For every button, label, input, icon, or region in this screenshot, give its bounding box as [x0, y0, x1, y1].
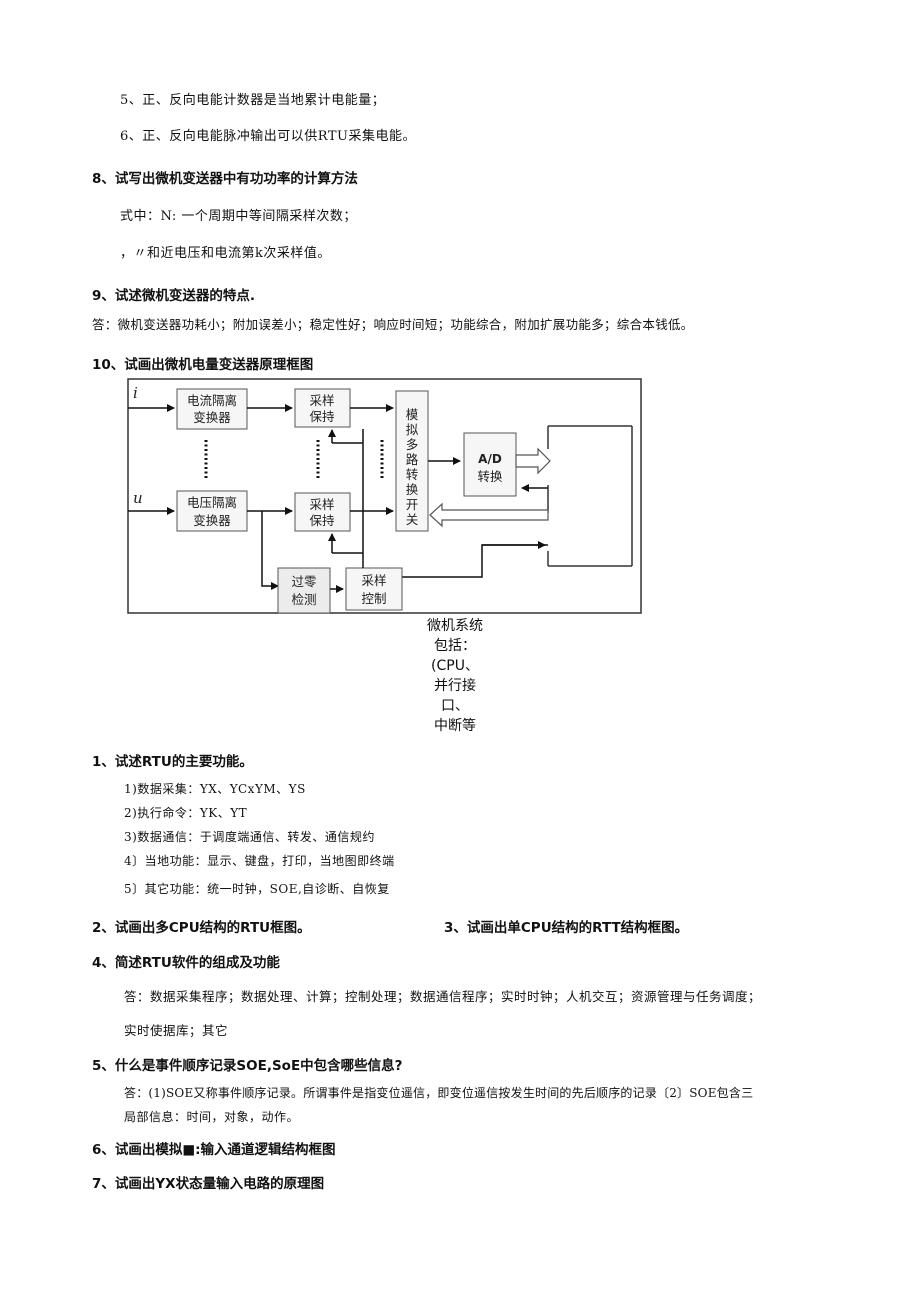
svg-text:路: 路 [406, 452, 419, 467]
svg-text:控制: 控制 [361, 591, 386, 606]
transducer-block-diagram: i u 电流隔离 变换器 电压隔离 变换器 采样 保持 采样 保持 模 拟 多 … [127, 378, 642, 614]
svg-text:保持: 保持 [309, 513, 334, 528]
question-heading: 7、试画出YX状态量输入电路的原理图 [92, 1176, 325, 1192]
text-line: 3)数据通信：于调度端通信、转发、通信规约 [124, 830, 375, 844]
data-bus-arrow [515, 447, 551, 475]
svg-text:拟: 拟 [406, 422, 419, 437]
question-heading: 6、试画出模拟■:输入通道逻辑结构框图 [92, 1142, 336, 1158]
answer-text: 局部信息：时间，对象，动作。 [124, 1110, 300, 1124]
svg-text:变换器: 变换器 [193, 410, 231, 425]
text-line: 5、正、反向电能计数器是当地累计电能量； [120, 93, 386, 108]
svg-text:变换器: 变换器 [193, 513, 231, 528]
question-heading: 1、试述RTU的主要功能。 [92, 754, 253, 770]
current-isolation-block: 电流隔离 变换器 [176, 388, 248, 430]
sample-hold-block-2: 采样 保持 [294, 492, 351, 532]
answer-text: 答：微机变送器功耗小；附加误差小；稳定性好；响应时间短；功能综合，附加扩展功能多… [92, 317, 694, 332]
svg-text:电流隔离: 电流隔离 [187, 393, 237, 408]
answer-text: 实时使据库；其它 [124, 1023, 229, 1038]
svg-text:电压隔离: 电压隔离 [187, 495, 237, 510]
svg-text:转: 转 [406, 467, 419, 482]
input-i-label: i [133, 384, 138, 402]
svg-text:A/D: A/D [478, 452, 502, 466]
question-heading: 5、什么是事件顺序记录SOE,SoE中包含哪些信息? [92, 1058, 403, 1074]
question-heading: 4、简述RTU软件的组成及功能 [92, 955, 280, 971]
text-line: 2)执行命令：YK、YT [124, 806, 248, 820]
svg-text:多: 多 [406, 437, 419, 452]
diagram-caption: 微机系统 包括： (CPU、 并行接 口、 中断等 [427, 618, 483, 734]
question-heading: 2、试画出多CPU结构的RTU框图。 [92, 920, 311, 936]
svg-text:保持: 保持 [309, 409, 334, 424]
micro-system-frame [547, 425, 633, 567]
text-line: 1)数据采集：YX、YCxYM、YS [124, 782, 306, 796]
question-heading: 9、试述微机变送器的特点. [92, 288, 256, 304]
svg-text:采样: 采样 [309, 393, 334, 408]
answer-text: 答：(1)SOE又称事件顺序记录。所谓事件是指变位遥信，即变位遥信按发生时间的先… [124, 1086, 754, 1100]
ellipsis-dots [204, 440, 384, 478]
text-line: 6、正、反向电能脉冲输出可以供RTU采集电能。 [120, 129, 416, 144]
zero-crossing-block: 过零 检测 [277, 567, 331, 614]
answer-text: 答：数据采集程序；数据处理、计算；控制处理；数据通信程序；实时时钟；人机交互；资… [124, 989, 762, 1004]
text-line: 5〕其它功能：统一时钟，SOE,自诊断、自恢复 [124, 882, 390, 896]
svg-text:换: 换 [406, 482, 419, 497]
svg-text:关: 关 [406, 512, 419, 527]
text-line: 4〕当地功能：显示、键盘，打印，当地图即终端 [124, 854, 395, 868]
ad-converter-block: A/D 转换 [463, 432, 517, 497]
voltage-isolation-block: 电压隔离 变换器 [176, 490, 248, 532]
question-heading: 3、试画出单CPU结构的RTT结构框图。 [444, 920, 689, 936]
svg-text:开: 开 [406, 497, 419, 512]
question-heading: 10、试画出微机电量变送器原理框图 [92, 357, 314, 373]
svg-text:采样: 采样 [309, 497, 334, 512]
sample-hold-block-1: 采样 保持 [294, 388, 351, 428]
svg-text:模: 模 [406, 407, 419, 422]
svg-text:过零: 过零 [291, 574, 317, 589]
svg-text:转换: 转换 [477, 469, 503, 484]
text-line: ，〃和近电压和电流第k次采样值。 [120, 246, 331, 261]
input-u-label: u [133, 489, 143, 507]
text-line: 式中：N: 一个周期中等间隔采样次数； [120, 209, 357, 224]
question-heading: 8、试写出微机变送器中有功功率的计算方法 [92, 171, 358, 187]
diagram-frame [127, 378, 642, 614]
svg-text:采样: 采样 [361, 573, 386, 588]
control-bus-arrow [429, 502, 549, 528]
analog-mux-block: 模 拟 多 路 转 换 开 关 [395, 390, 429, 532]
sample-control-block: 采样 控制 [345, 567, 403, 611]
svg-text:检测: 检测 [291, 592, 316, 607]
